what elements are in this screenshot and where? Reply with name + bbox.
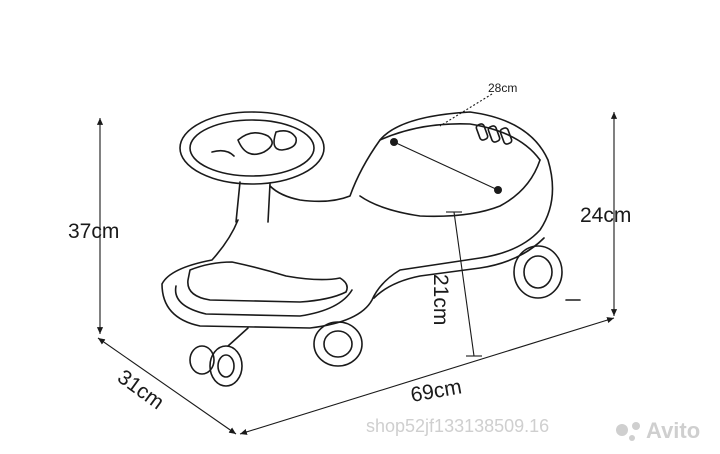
steering-column-right [267,183,271,223]
car-body [161,111,554,329]
steering-wheel [179,111,325,185]
label-length: 69cm [409,375,464,407]
width-line [97,337,237,435]
ride-on-car-illustration [161,111,581,387]
length-line [239,317,615,435]
avito-logo: Avito [616,418,700,443]
seat-width-line [393,141,499,191]
rear-wheel [513,245,563,299]
seat-height-line [453,211,475,357]
caster-wheels [189,327,249,387]
label-height-total: 37cm [68,220,119,243]
dimension-lines [96,93,618,435]
label-height-seat: 24cm [580,204,631,227]
steering-column-left [235,181,241,223]
front-wheel [313,321,363,367]
watermark-text: shop52jf133138509.16 [366,416,549,436]
seat-vents [475,123,513,145]
label-width: 31cm [113,365,168,414]
watermark-brand: Avito [646,418,700,443]
label-seat-height: 21cm [429,274,452,325]
label-seat-width: 28cm [488,81,517,95]
